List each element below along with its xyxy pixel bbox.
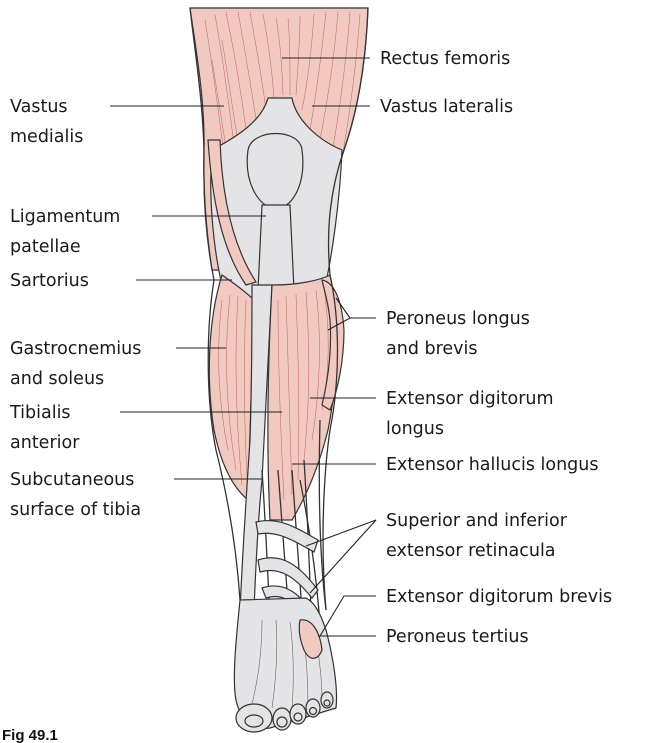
label-tibialis-line2: anterior [10, 433, 80, 453]
label-extensor-hallucis-longus: Extensor hallucis longus [386, 455, 599, 475]
label-tibialis-line1: Tibialis [9, 403, 71, 423]
leader-retinacula-1 [306, 520, 376, 546]
label-rectus-femoris: Rectus femoris [380, 49, 510, 69]
label-sartorius: Sartorius [10, 271, 89, 291]
label-retinacula: Superior and inferior extensor retinacul… [386, 511, 573, 561]
label-peroneus-tertius: Peroneus tertius [386, 627, 529, 647]
gastrocnemius-muscle [209, 275, 254, 500]
label-subcutaneous-tibia: Subcutaneous surface of tibia [10, 470, 141, 520]
label-peroneus-line2: and brevis [386, 339, 478, 359]
label-ligamentum-patellae-line2: patellae [10, 237, 81, 257]
label-edl-line1: Extensor digitorum [386, 389, 554, 409]
label-peroneus-line1: Peroneus longus [386, 309, 530, 329]
label-gastrocnemius-line1: Gastrocnemius [10, 339, 141, 359]
label-vastus-medialis-line1: Vastus [10, 97, 68, 117]
label-gastrocnemius-line2: and soleus [10, 369, 104, 389]
label-peroneus-longus-brevis: Peroneus longus and brevis [386, 309, 535, 359]
label-vastus-medialis: Vastus medialis [10, 97, 83, 147]
label-vastus-lateralis: Vastus lateralis [380, 97, 513, 117]
leg-illustration [190, 8, 368, 732]
label-gastrocnemius-soleus: Gastrocnemius and soleus [10, 339, 147, 389]
label-extensor-digitorum-longus: Extensor digitorum longus [386, 389, 559, 439]
label-ligamentum-patellae-line1: Ligamentum [10, 207, 120, 227]
label-extensor-digitorum-brevis: Extensor digitorum brevis [386, 587, 612, 607]
label-subcutaneous-line1: Subcutaneous [10, 470, 134, 490]
label-retinacula-line2: extensor retinacula [386, 541, 556, 561]
leader-extensor-digitorum-brevis [320, 596, 376, 636]
ligamentum-patellae-band [258, 205, 294, 290]
label-retinacula-line1: Superior and inferior [386, 511, 568, 531]
label-vastus-medialis-line2: medialis [10, 127, 83, 147]
label-tibialis-anterior: Tibialis anterior [9, 403, 80, 453]
figure-caption: Fig 49.1 [2, 727, 58, 743]
label-edl-line2: longus [386, 419, 444, 439]
label-ligamentum-patellae: Ligamentum patellae [10, 207, 126, 257]
label-subcutaneous-line2: surface of tibia [10, 500, 141, 520]
